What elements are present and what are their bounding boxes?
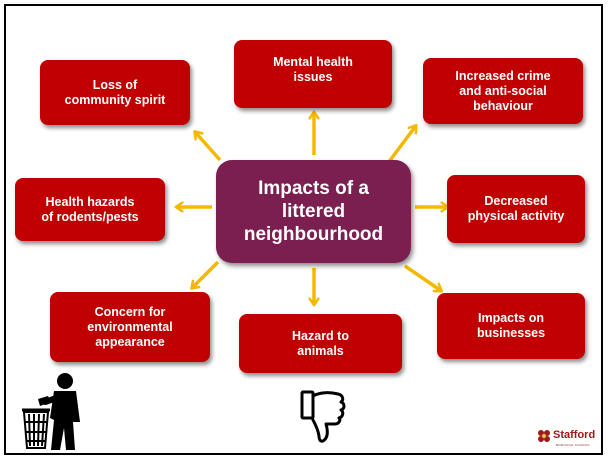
stafford-logo-icon	[538, 430, 550, 442]
arrow-to-community	[196, 133, 222, 162]
node-health-hazards: Health hazards of rodents/pests	[15, 178, 165, 241]
node-community-spirit: Loss of community spirit	[40, 60, 190, 125]
node-animals: Hazard to animals	[239, 314, 402, 373]
node-businesses: Impacts on businesses	[437, 293, 585, 359]
center-topic: Impacts of a littered neighbourhood	[216, 160, 411, 263]
logo-subtitle: BOROUGH COUNCIL	[556, 443, 591, 447]
node-physical-activity: Decreased physical activity	[447, 175, 585, 243]
arrow-to-crime	[386, 127, 415, 165]
node-environmental: Concern for environmental appearance	[50, 292, 210, 362]
tidyman-litter-bin-icon	[22, 373, 80, 450]
thumbs-down-icon	[300, 390, 346, 443]
node-increased-crime: Increased crime and anti-social behaviou…	[423, 58, 583, 124]
logo-name: Stafford	[553, 429, 596, 441]
arrow-to-environment	[193, 260, 220, 287]
node-mental-health: Mental health issues	[234, 40, 392, 108]
arrow-to-business	[404, 264, 440, 290]
